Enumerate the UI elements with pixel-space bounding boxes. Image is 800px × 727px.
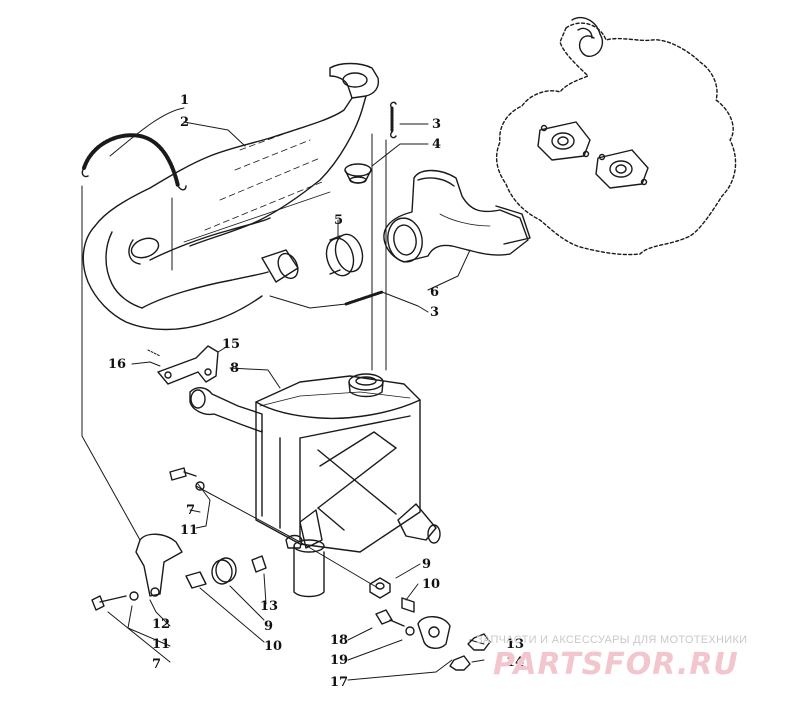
callout-15: 15 (222, 337, 240, 352)
callout-19: 19 (330, 653, 348, 668)
callout-6: 6 (430, 285, 439, 300)
exhaust-manifold (383, 169, 531, 263)
callout-11-lower: 11 (152, 637, 170, 652)
hardware (91, 467, 491, 671)
watermark-brand: PARTSFOR.RU (493, 647, 739, 682)
callout-9-right: 9 (422, 557, 431, 572)
callout-18: 18 (330, 633, 348, 648)
callout-17: 17 (330, 675, 348, 690)
callout-13-right: 13 (506, 637, 524, 652)
expansion-chamber (82, 62, 380, 331)
callout-3-bottom: 3 (430, 305, 439, 320)
retaining-spring (81, 133, 187, 191)
silencer-canister (189, 373, 441, 598)
callout-16: 16 (108, 357, 126, 372)
callout-7-lower: 7 (152, 657, 161, 672)
callout-4: 4 (432, 137, 441, 152)
callout-2: 2 (180, 115, 189, 130)
bracket-15 (147, 345, 219, 385)
leader-lines (81, 107, 485, 681)
callout-8: 8 (230, 361, 239, 376)
callout-5: 5 (334, 213, 343, 228)
callout-10-right: 10 (422, 577, 440, 592)
callout-14: 14 (506, 655, 524, 670)
callout-12: 12 (152, 617, 170, 632)
spring-3-top (389, 101, 397, 139)
callout-1: 1 (180, 93, 189, 108)
engine-block-outline (495, 16, 737, 256)
callout-9-left: 9 (264, 619, 273, 634)
seal-ring (325, 233, 364, 277)
callout-labels: 1 2 3 4 5 3 6 16 15 8 7 11 9 10 13 12 11… (108, 93, 524, 690)
callout-7-upper: 7 (186, 503, 195, 518)
callout-11-upper: 11 (180, 523, 198, 538)
callout-3-top: 3 (432, 117, 441, 132)
watermark-tagline: ЗАПЧАСТИ И АКСЕССУАРЫ ДЛЯ МОТОТЕХНИКИ (476, 634, 748, 646)
callout-10-left: 10 (264, 639, 282, 654)
callout-13-left: 13 (260, 599, 278, 614)
